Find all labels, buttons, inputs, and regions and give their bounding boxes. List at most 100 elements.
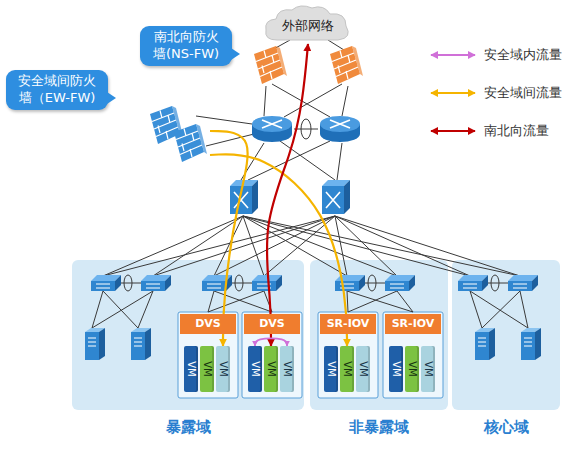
- vswitch-label: DVS: [180, 314, 236, 334]
- server-icon: [131, 328, 151, 360]
- vm-label: VM: [342, 361, 353, 376]
- vm-block: VM: [280, 346, 294, 392]
- zone-panel: [452, 260, 560, 410]
- network-link: [335, 216, 397, 276]
- security-zone: 非暴露域SR-IOVVMVMVMSR-IOVVMVMVM: [310, 260, 448, 410]
- firewall-shape: [146, 104, 210, 164]
- legend-sample: [428, 123, 478, 139]
- network-link: [482, 291, 520, 328]
- network-link: [103, 216, 243, 276]
- network-link: [243, 216, 347, 276]
- access-switch-icon: [141, 275, 171, 291]
- access-switch-icon: [335, 275, 365, 291]
- switch-icon: [322, 180, 350, 214]
- host-frame: [178, 312, 238, 398]
- network-link: [347, 291, 413, 312]
- network-link: [328, 40, 344, 50]
- host-frame: [383, 312, 443, 398]
- link-bundle: [491, 275, 499, 291]
- network-link: [337, 143, 342, 180]
- network-link: [342, 86, 348, 116]
- server-icon: [85, 328, 105, 360]
- link-bundle: [301, 119, 311, 139]
- link-bundle: [235, 275, 243, 291]
- callout-label: 南北向防火 墙(NS-FW): [140, 26, 232, 66]
- vswitch-label: SR-IOV: [385, 314, 441, 334]
- host-server: DVSVMVMVM: [242, 312, 302, 398]
- network-link: [335, 216, 520, 276]
- network-link: [294, 129, 318, 130]
- vm-block: VM: [324, 346, 338, 392]
- security-zone: 核心域: [452, 260, 560, 410]
- network-link: [243, 216, 520, 276]
- network-link: [243, 216, 264, 276]
- host-frame: [242, 312, 302, 398]
- router-icon: [252, 116, 292, 142]
- network-link: [348, 291, 397, 312]
- vm-label: VM: [407, 361, 418, 376]
- vswitch-label: SR-IOV: [320, 314, 376, 334]
- network-link: [397, 291, 413, 312]
- host-frame: [318, 312, 378, 398]
- zone-label: 非暴露域: [310, 418, 448, 437]
- legend-arrow: [431, 54, 475, 56]
- host-server: SR-IOV VM VM VM: [383, 312, 443, 398]
- access-switch-icon: [91, 275, 121, 291]
- traffic-flow: [255, 338, 287, 346]
- network-link: [208, 291, 214, 312]
- link-bundle: [368, 275, 376, 291]
- legend-arrow: [431, 92, 475, 94]
- legend-entry: 安全域内流量: [428, 46, 562, 64]
- server-icon: [475, 328, 495, 360]
- legend-label: 南北向流量: [484, 122, 549, 140]
- legend-label: 安全域间流量: [484, 84, 562, 102]
- host-server: DVSVMVMVM: [178, 312, 238, 398]
- firewall-shape: [250, 44, 288, 86]
- vm-block: VM: [405, 346, 419, 392]
- vm-label: VM: [250, 361, 261, 376]
- callout-label: 安全域间防火 墙（EW-FW): [6, 70, 108, 110]
- cloud-node: 外部网络: [262, 4, 354, 44]
- vm-label: VM: [326, 361, 337, 376]
- network-link: [520, 291, 528, 328]
- zone-label: 暴露域: [72, 418, 304, 437]
- network-link: [92, 291, 153, 328]
- vm-label: VM: [391, 361, 402, 376]
- access-switch-icon: [458, 275, 488, 291]
- network-link: [347, 291, 348, 312]
- network-link: [284, 84, 342, 117]
- link-bundle: [124, 275, 132, 291]
- legend-label: 安全域内流量: [484, 46, 562, 64]
- network-link: [264, 86, 266, 116]
- vm-label: VM: [266, 361, 277, 376]
- access-switch-icon: [385, 275, 415, 291]
- network-link: [153, 216, 243, 276]
- firewall-node: 南北向防火 墙(NS-FW): [250, 44, 288, 86]
- router-icon: [320, 116, 360, 142]
- security-zone: 暴露域DVSVMVMVMDVSVMVMVM: [72, 260, 304, 410]
- vm-block: VM: [216, 346, 230, 392]
- network-link: [470, 291, 482, 328]
- firewall-icon: [174, 124, 207, 162]
- network-link: [103, 216, 335, 276]
- legend-entry: 安全域间流量: [428, 84, 562, 102]
- switch-icon: [230, 180, 258, 214]
- vm-label: VM: [186, 361, 197, 376]
- network-link: [153, 216, 335, 276]
- firewall-icon: [254, 46, 287, 84]
- legend-sample: [428, 47, 478, 63]
- legend-sample: [428, 85, 478, 101]
- server-icon: [521, 328, 541, 360]
- access-switch-icon: [508, 275, 538, 291]
- network-link: [208, 291, 264, 312]
- vm-label: VM: [423, 361, 434, 376]
- vm-block: VM: [356, 346, 370, 392]
- firewall-node: 安全域间防火 墙（EW-FW): [146, 104, 210, 164]
- network-link: [335, 216, 347, 276]
- firewall-icon: [330, 46, 363, 84]
- vm-block: VM: [248, 346, 262, 392]
- vm-block: VM: [340, 346, 354, 392]
- host-server: SR-IOVVMVMVM: [318, 312, 378, 398]
- zone-label: 核心域: [452, 418, 560, 437]
